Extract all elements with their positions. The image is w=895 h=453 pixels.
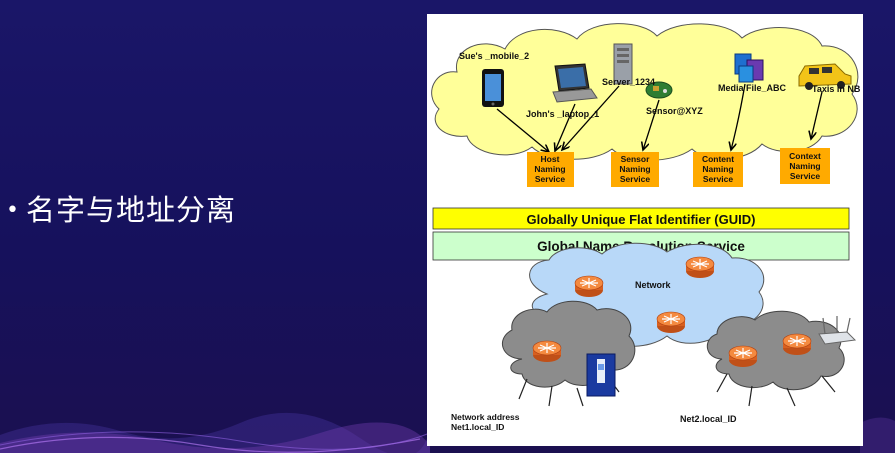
context-naming-service: Context Naming Service	[780, 148, 830, 184]
host-naming-service: Host Naming Service	[527, 152, 574, 187]
guid-bar: Globally Unique Flat Identifier (GUID)	[432, 207, 850, 230]
service-line: Service	[535, 174, 566, 184]
bullet-text: 名字与地址分离	[25, 193, 236, 227]
guid-label: Globally Unique Flat Identifier (GUID)	[527, 212, 756, 227]
sensor-board-icon	[645, 81, 673, 99]
edge-cloud-net2	[707, 310, 845, 391]
service-line: Naming	[789, 161, 820, 171]
laptop-label: John's _laptop_1	[526, 109, 599, 119]
server-icon	[613, 43, 633, 85]
laptop-icon	[552, 63, 598, 103]
net2-id-label: Net2.local_ID	[680, 414, 737, 424]
service-line: Content	[702, 154, 734, 164]
wireless-access-point-icon	[818, 316, 857, 345]
bullet-point: •名字与地址分离	[6, 187, 236, 229]
content-naming-service: Content Naming Service	[693, 152, 743, 187]
access-links	[518, 373, 836, 407]
mobile-phone-icon	[482, 69, 504, 107]
architecture-diagram: Sue's _mobile_2 John's _laptop_1 Server_…	[427, 14, 863, 446]
router-icon	[656, 311, 686, 334]
server-label: Server_1234	[602, 77, 655, 87]
sensor-label: Sensor@XYZ	[646, 106, 703, 116]
net1-address-label: Network address	[451, 412, 520, 422]
service-line: Naming	[702, 164, 733, 174]
service-line: Host	[541, 154, 560, 164]
taxi-icon	[798, 63, 852, 90]
taxi-label: Taxis in NB	[812, 84, 861, 94]
service-line: Sensor	[621, 154, 651, 164]
service-line: Context	[789, 151, 821, 161]
media-label: Media File_ABC	[718, 83, 787, 93]
handheld-device-icon	[586, 353, 616, 397]
router-icon	[574, 275, 604, 298]
mapping-arrows	[496, 83, 823, 152]
service-line: Service	[620, 174, 651, 184]
net1-id-label: Net1.local_ID	[451, 422, 504, 432]
bullet-dot: •	[6, 198, 20, 223]
sensor-naming-service: Sensor Naming Service	[611, 152, 659, 187]
router-icon	[532, 340, 562, 363]
service-line: Naming	[619, 164, 650, 174]
decorative-waves	[0, 412, 895, 453]
service-line: Service	[703, 174, 734, 184]
network-label: Network	[635, 280, 672, 290]
router-icon	[728, 345, 758, 368]
media-file-icon	[734, 53, 764, 83]
mobile-label: Sue's _mobile_2	[459, 51, 529, 61]
service-line: Naming	[534, 164, 565, 174]
router-icon	[685, 256, 715, 279]
router-icon	[782, 333, 812, 356]
service-line: Service	[790, 171, 821, 181]
